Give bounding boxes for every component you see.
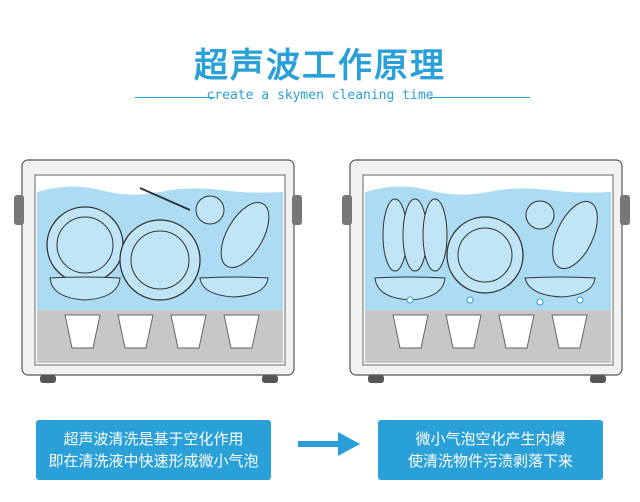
page-title: 超声波工作原理 — [194, 46, 446, 86]
left-tank — [14, 159, 302, 383]
caption-right-line-1: 微小气泡空化产生内爆 — [415, 430, 566, 448]
subtitle-line-left — [135, 97, 215, 98]
subtitle: create a skymen cleaning time — [206, 88, 434, 103]
ultrasonic-diagram — [14, 159, 630, 383]
caption-left-line-2: 即在清洗液中快速形成微小气泡 — [48, 452, 259, 470]
caption-left-line-1: 超声波清洗是基于空化作用 — [63, 430, 244, 448]
subtitle-line-right — [430, 97, 530, 98]
right-tank — [342, 159, 630, 383]
caption-right: 微小气泡空化产生内爆 使清洗物件污渍剥落下来 — [378, 420, 603, 480]
caption-right-line-2: 使清洗物件污渍剥落下来 — [407, 452, 573, 470]
caption-left: 超声波清洗是基于空化作用 即在清洗液中快速形成微小气泡 — [36, 420, 271, 480]
arrow-right-icon — [298, 432, 360, 456]
